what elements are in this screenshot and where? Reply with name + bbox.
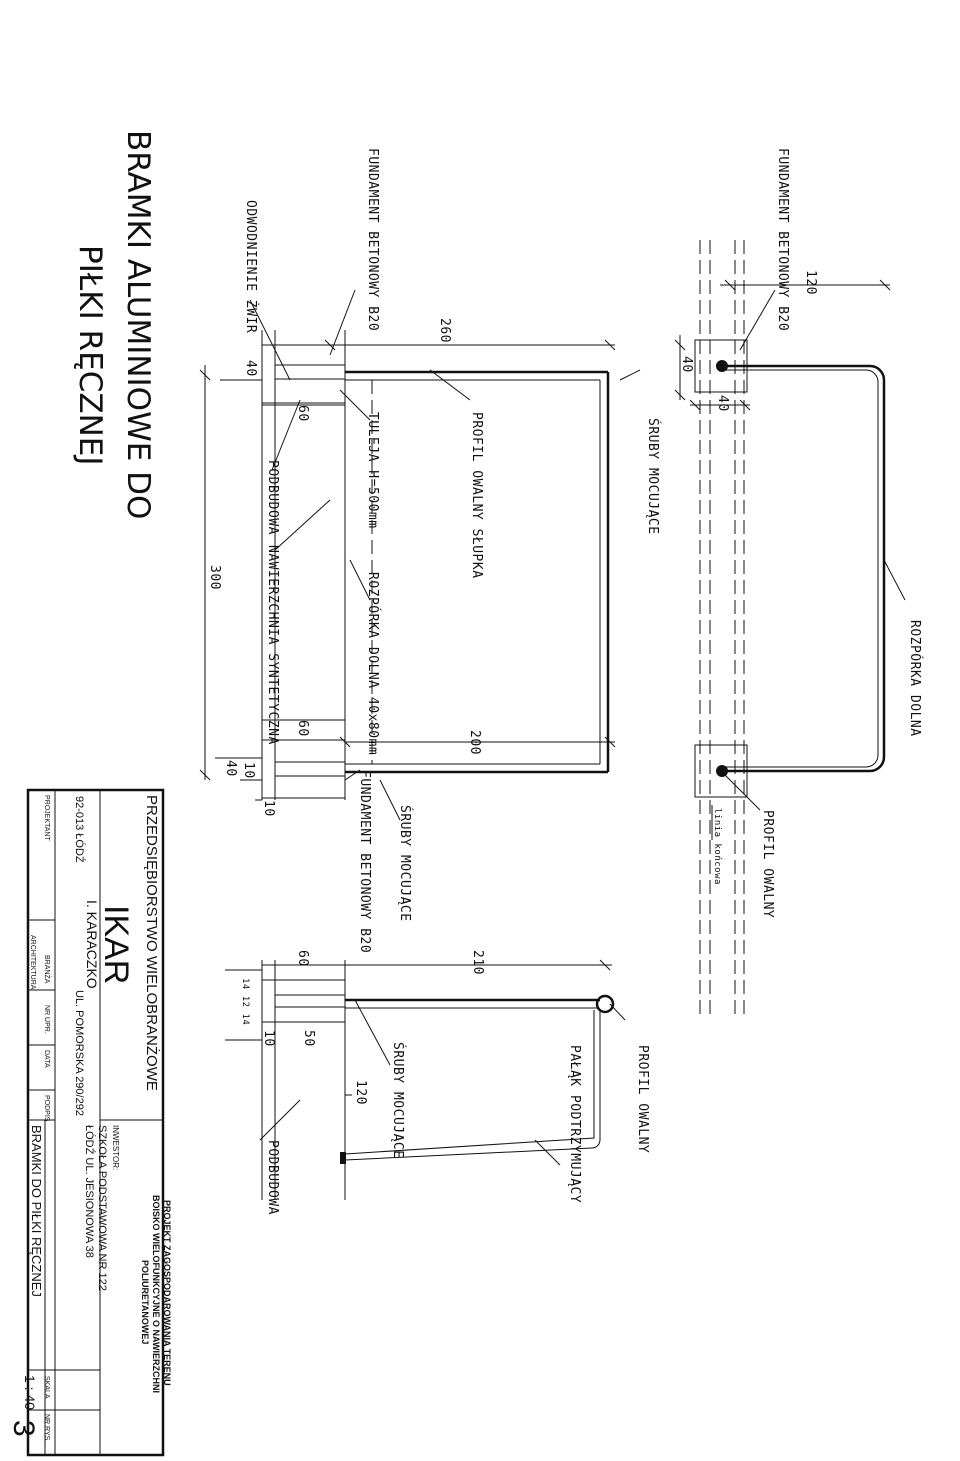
side-label-sruby: ŚRUBY MOCUJĄCE [390, 1042, 405, 1159]
front-label-tuleja: TULEJA H=500mm [365, 412, 380, 529]
side-view [225, 959, 626, 1200]
tb-investor-label: INWESTOR: [111, 1125, 120, 1171]
side-dim-10: 10 [261, 1030, 276, 1047]
front-dim-200: 200 [467, 730, 482, 755]
side-dim-60: 60 [295, 950, 310, 967]
title-line-1: BRAMKI ALUMINIOWE DO [120, 130, 156, 520]
foundation-left [261, 344, 346, 404]
side-label-podbudowa: PODBUDOWA [265, 1140, 280, 1215]
top-dim-120: 120 [803, 270, 818, 295]
front-label-fundament: FUNDAMENT BETONOWY B20 [365, 148, 380, 332]
front-dim-40c: 40 [223, 760, 238, 777]
side-label-palak: PAŁĄK PODTRZYMUJĄCY [567, 1045, 582, 1204]
tb-col-podpis: PODPIS [43, 1095, 50, 1122]
title-line-2: PIŁKI RĘCZNEJ [72, 245, 108, 466]
side-foundation [261, 979, 346, 1023]
tb-skala-value: 1 : 40 [22, 1375, 38, 1411]
front-label-sruby-bottom: ŚRUBY MOCUJĄCE [397, 805, 412, 922]
front-label-podbudowa: PODBUDOWA [265, 460, 280, 535]
tb-col-data: DATA [43, 1050, 50, 1068]
front-label-fundament-2: FUNDAMENT BETONOWY B20 [357, 770, 372, 954]
front-label-profil-slupka: PROFIL OWALNY SŁUPKA [469, 412, 484, 579]
rozporka-u [720, 364, 886, 773]
tb-drawing-name: BRAMKI DO PIŁKI RĘCZNEJ [29, 1125, 44, 1297]
tb-brand: IKAR [97, 905, 135, 985]
top-dim-40b: 40 [715, 395, 730, 412]
tb-project-title-3: POLIURETANOWEJ [140, 1260, 150, 1345]
front-dim-300: 300 [207, 565, 222, 590]
tb-investor-2: ŁÓDŹ UL. JESIONOWA 38 [83, 1125, 95, 1258]
tb-project-title-1: PROJEKT ZAGOSPODAROWANIA TERENU [162, 1200, 172, 1386]
tb-nr-rys-label: NR RYS. [43, 1414, 50, 1443]
front-dim-260: 260 [437, 318, 452, 343]
top-label-fundament: FUNDAMENT BETONOWY B20 [775, 148, 790, 332]
title-block [26, 788, 165, 1457]
front-dim-10b: 10 [261, 800, 276, 817]
front-label-nawierzchnia: NAWIERZCHNIA SYNTETYCZNA [265, 545, 280, 745]
front-dim-10a: 10 [241, 762, 256, 779]
side-dim-50: 50 [301, 1030, 316, 1047]
tb-branza-value: ARCHITEKTURA [29, 935, 36, 990]
side-dim-120: 120 [353, 1080, 368, 1105]
front-dim-40: 40 [243, 360, 258, 377]
tb-company: PRZEDSIĘBIORSTWO WIELOBRANŻOWE [143, 795, 160, 1091]
tb-postcode: 92-013 ŁÓDŹ [73, 796, 85, 863]
post-dot-bottom [716, 765, 728, 777]
front-dim-60a: 60 [295, 405, 310, 422]
front-label-sruby-top: ŚRUBY MOCUJĄCE [645, 418, 660, 535]
top-label-rozporka: ROZPÓRKA DOLNA [907, 620, 922, 737]
tb-investor-1: SZKOŁA PODSTAWOWA NR 122 [96, 1125, 108, 1291]
front-label-rozporka: ROZPÓRKA DOLNA 40x80mm [365, 572, 380, 756]
tb-col-nr-upr: NR UPR. [43, 1005, 50, 1034]
top-label-linia: linia końcowa [712, 808, 722, 885]
tb-project-title-2: BOISKO WIELOFUNKCYJNE O NAWIERZCHNI [151, 1195, 161, 1394]
side-label-profil: PROFIL OWALNY [635, 1045, 650, 1154]
tb-skala-label: SKALA [43, 1376, 50, 1399]
profile-section [595, 994, 615, 1014]
side-dim-210: 210 [470, 950, 485, 975]
top-dim-40a: 40 [679, 356, 694, 373]
post-dot-top [716, 360, 728, 372]
front-view [199, 289, 641, 821]
top-view [674, 240, 906, 1020]
tb-nr-rys-value: 3 [7, 1420, 40, 1437]
foundation-right [261, 739, 346, 799]
front-dim-60b: 60 [295, 720, 310, 737]
side-dim-chain: 14 12 14 [240, 978, 250, 1026]
tb-col-branza: BRANŻA [43, 955, 50, 984]
front-label-odwodnienie: ODWODNIENIE ŻWIR [243, 200, 258, 334]
tb-owner: I. KARACZKO [84, 900, 100, 989]
tb-address: UL. POMORSKA 290/292 [73, 990, 85, 1116]
top-label-profil: PROFIL OWALNY [760, 810, 775, 919]
tb-col-projektant: PROJEKTANT [43, 795, 50, 841]
